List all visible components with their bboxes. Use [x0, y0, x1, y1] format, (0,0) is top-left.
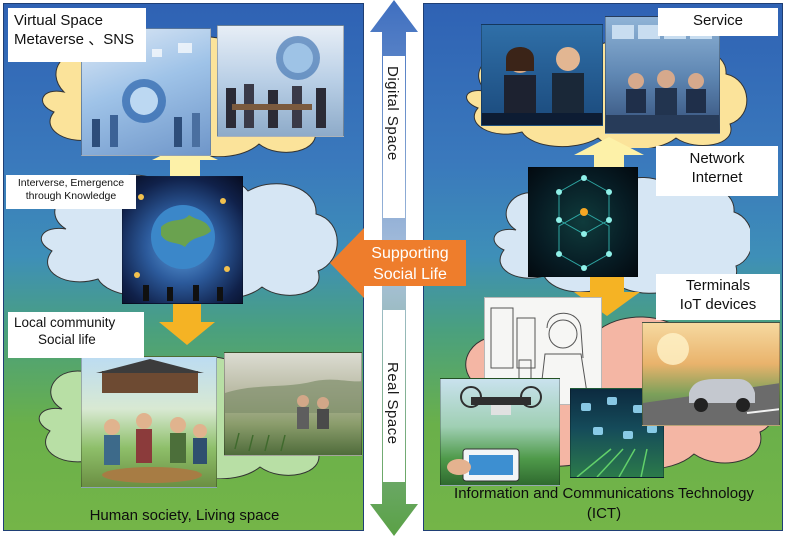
social-life-text: Social life — [38, 331, 96, 347]
community-farm-people-image — [81, 356, 217, 488]
pale-up-arrow-service — [574, 137, 644, 181]
social-life-arrow-text: Social Life — [373, 265, 447, 283]
virtual-space-label: Virtual Space Metaverse 、SNS — [8, 8, 146, 62]
supporting-text: Supporting — [371, 245, 449, 262]
virtual-space-title: Virtual Space — [14, 12, 103, 29]
local-community-label: Local community Social life — [8, 312, 144, 358]
terminals-label: Terminals IoT devices — [656, 274, 780, 320]
metaverse-people-image — [81, 28, 211, 156]
ict-title: Information and Communications Technolog… — [454, 485, 754, 502]
internet-text: Internet — [691, 168, 743, 186]
service-label: Service — [658, 8, 778, 36]
metaverse-sns-text: Metaverse 、SNS — [14, 30, 135, 48]
supporting-social-life-label: Supporting Social Life — [360, 244, 460, 286]
rice-field-elders-image — [224, 352, 362, 456]
autonomous-car-image — [642, 322, 780, 426]
interverse-label: Interverse, Emergence through Knowledge — [6, 175, 136, 209]
digital-space-label: Digital Space — [384, 66, 401, 161]
news-anchors-image — [481, 24, 603, 126]
interverse-line-2: through Knowledge — [25, 190, 117, 203]
interverse-line-1: Interverse, Emergence — [17, 177, 125, 189]
network-title: Network — [689, 150, 745, 167]
ict-abbrev: (ICT) — [586, 505, 622, 523]
iot-devices-text: IoT devices — [679, 295, 757, 313]
gold-down-arrow-community — [159, 300, 215, 345]
terminals-title: Terminals — [685, 277, 751, 294]
interverse-globe-image — [122, 176, 243, 304]
local-community-title: Local community — [14, 315, 116, 330]
drone-farming-image — [440, 378, 560, 486]
real-digital-left-panel: Virtual Space Metaverse 、SNS Interverse,… — [3, 3, 364, 531]
network-label: Network Internet — [656, 146, 778, 196]
real-digital-right-panel: Service Network Internet Terminals IoT d… — [423, 3, 783, 531]
ict-label: Information and Communications Technolog… — [424, 484, 782, 525]
supporting-social-life-arrow — [330, 228, 466, 298]
gold-down-arrow-terminals — [574, 272, 640, 316]
network-meeting-image — [217, 25, 344, 137]
human-society-label: Human society, Living space — [89, 507, 280, 524]
network-nodes-image — [528, 167, 638, 277]
real-space-label: Real Space — [384, 362, 401, 445]
